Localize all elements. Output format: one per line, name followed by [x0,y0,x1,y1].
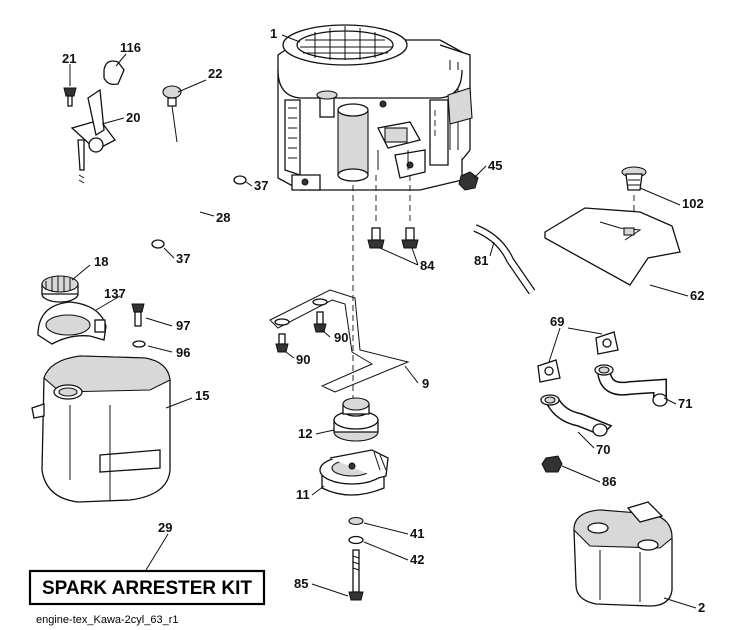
exhaust-pipe-71 [594,364,668,407]
screw-90-lower [274,318,290,353]
heat-shield-62 [544,207,681,286]
callout-22: 22 [208,66,222,81]
callout-102: 102 [682,196,704,211]
callout-86: 86 [602,474,616,489]
washer-42 [348,535,364,545]
callout-11: 11 [296,487,310,502]
callout-90-lower: 90 [296,352,310,367]
knob-102 [621,166,647,191]
callout-1: 1 [270,26,277,41]
muffler-2 [573,501,673,607]
fuel-tank-shield-137 [37,301,107,345]
callout-85: 85 [294,576,308,591]
callout-97: 97 [176,318,190,333]
callout-96: 96 [176,345,190,360]
callout-116: 116 [120,40,141,55]
exhaust-gaskets-69 [537,331,619,383]
fuel-hose [151,175,247,249]
callout-20: 20 [126,110,140,125]
callout-81: 81 [474,253,488,268]
electric-clutch-11 [319,449,389,496]
callout-137: 137 [104,286,126,301]
callout-45: 45 [488,158,502,173]
callout-9: 9 [422,376,429,391]
dipstick [162,85,182,143]
throttle-control-assembly [63,60,125,184]
callout-37-lower: 37 [176,251,190,266]
spark-arrester-kit-box: SPARK ARRESTER KIT [28,569,266,606]
callout-15: 15 [195,388,209,403]
callout-29: 29 [158,520,172,535]
callout-labels: 1 116 21 22 20 45 37 28 37 102 84 81 18 … [62,26,705,615]
fuel-tank-15 [31,355,171,503]
callout-62: 62 [690,288,704,303]
callout-90-upper: 90 [334,330,348,345]
gas-cap-18 [41,275,79,303]
nut-45 [458,171,479,191]
washer-41 [348,516,364,526]
engine-block [277,24,473,191]
callout-41: 41 [410,526,424,541]
callout-leaders [69,34,697,609]
drawing-code: engine-tex_Kawa-2cyl_63_r1 [36,614,178,626]
bolt-85 [348,549,364,601]
callout-42: 42 [410,552,424,567]
wire-bracket-9 [269,289,410,393]
callout-70: 70 [596,442,610,457]
exhaust-pipe-70 [540,394,613,437]
washer-96 [132,340,146,348]
screw-90-upper [312,298,328,333]
callout-2: 2 [698,600,705,615]
spark-arrester-kit-label: SPARK ARRESTER KIT [42,578,252,599]
callout-12: 12 [298,426,312,441]
callout-28: 28 [216,210,230,225]
callout-71: 71 [678,396,692,411]
callout-37-upper: 37 [254,178,268,193]
pulley-12 [333,397,379,442]
callout-84: 84 [420,258,435,273]
nut-86 [541,455,563,473]
callout-21: 21 [62,51,76,66]
callout-18: 18 [94,254,108,269]
bolts-84 [367,227,419,249]
screw-97 [131,303,145,327]
callout-69: 69 [550,314,564,329]
